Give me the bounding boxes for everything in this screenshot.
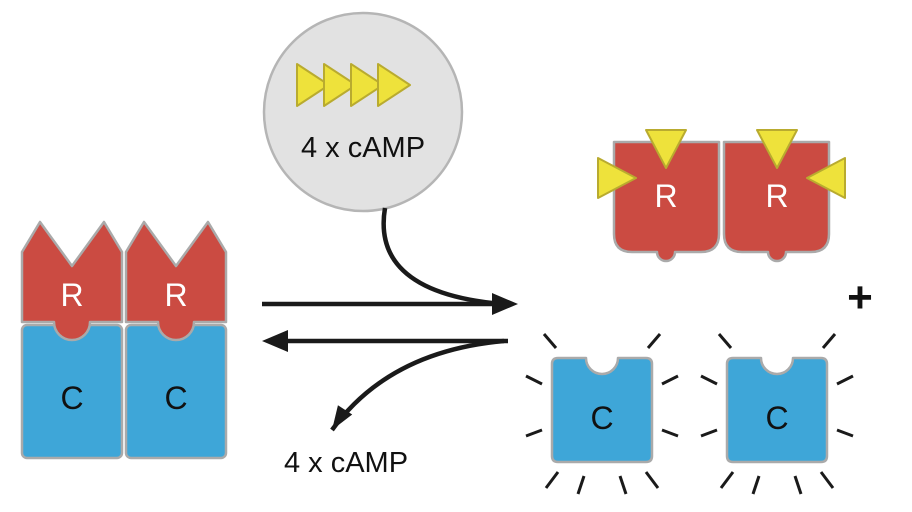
plus-sign: + — [847, 273, 873, 322]
c-subunit-label: C — [60, 380, 83, 416]
regulatory-subunit-shape — [20, 220, 124, 342]
active-c-subunits: C C — [525, 333, 854, 495]
reaction-arrows: 4 x cAMP — [262, 207, 518, 479]
r-subunit-label: R — [765, 178, 788, 214]
reverse-arrow-head — [262, 330, 288, 352]
forward-arrow-head — [492, 293, 518, 315]
c-subunit-label: C — [164, 380, 187, 416]
c-subunit-label: C — [765, 400, 788, 436]
activity-rays — [700, 333, 854, 495]
camp-released-caption: 4 x cAMP — [284, 447, 408, 479]
camp-bound-icon — [756, 129, 798, 169]
camp-arrow-icon — [296, 63, 330, 107]
activity-rays — [525, 333, 679, 495]
regulatory-subunits-free — [612, 140, 831, 263]
r-subunit-label: R — [60, 277, 83, 313]
camp-pool-circle — [262, 11, 464, 213]
camp-bound-icon — [597, 157, 637, 199]
c-subunit-label: C — [590, 400, 613, 436]
camp-molecule-icons — [296, 63, 411, 107]
catalytic-subunits-bound — [20, 323, 228, 460]
active-r-dimer: R R — [597, 129, 846, 263]
inactive-complex: R R C C — [20, 220, 228, 460]
camp-arrow-icon — [323, 63, 357, 107]
regulatory-subunits-bound — [20, 220, 228, 342]
catalytic-subunit-shape — [550, 356, 654, 464]
catalytic-subunit-shape — [725, 356, 829, 464]
regulatory-subunit-shape — [612, 140, 721, 263]
regulatory-subunit-shape — [124, 220, 228, 342]
camp-bound-icon — [645, 129, 687, 169]
camp-pool: 4 x cAMP — [262, 11, 464, 213]
camp-arrow-icon — [350, 63, 384, 107]
bound-camp-icons — [597, 129, 846, 199]
camp-release-arrow-head — [332, 405, 353, 430]
r-subunit-label: R — [654, 178, 677, 214]
camp-arrow-icon — [377, 63, 411, 107]
r-subunit-label: R — [164, 277, 187, 313]
camp-binding-curve — [381, 207, 493, 306]
regulatory-subunit-shape — [722, 140, 831, 263]
catalytic-subunits-free — [550, 356, 829, 464]
camp-release-curve — [330, 338, 505, 432]
camp-bound-icon — [806, 157, 846, 199]
camp-pool-caption: 4 x cAMP — [301, 132, 425, 164]
